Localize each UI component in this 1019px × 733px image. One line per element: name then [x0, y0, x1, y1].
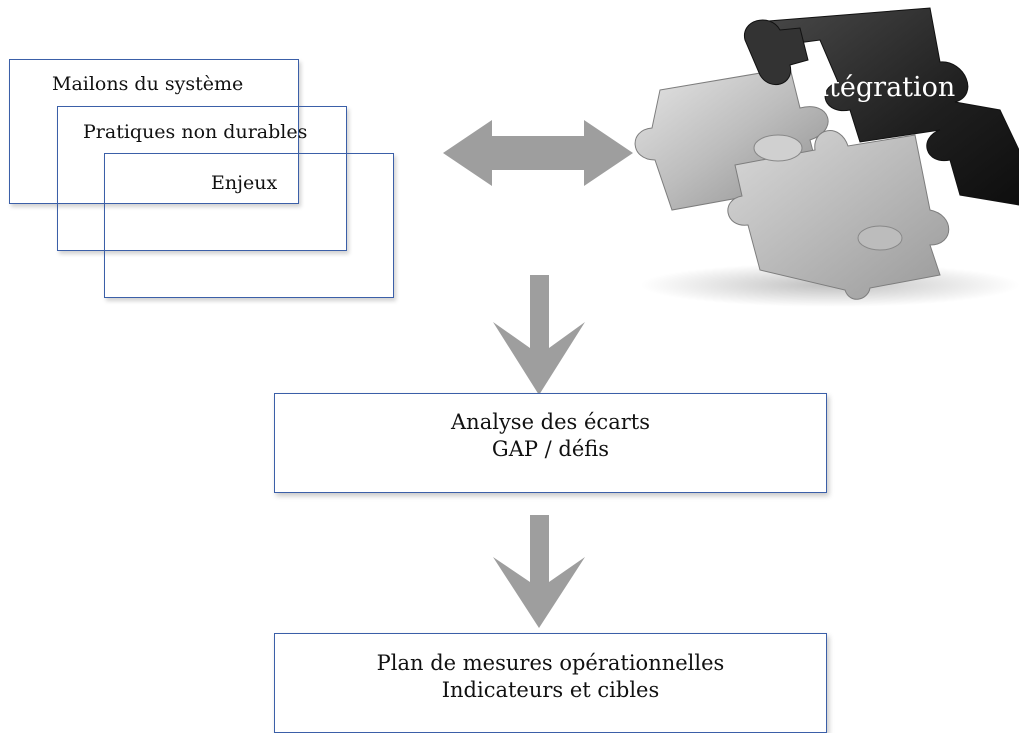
plan-line-2: Indicateurs et cibles — [441, 678, 660, 702]
plan-line-1: Plan de mesures opérationnelles — [376, 651, 725, 675]
puzzle-illustration — [634, 7, 1019, 307]
down-arrow-1 — [493, 275, 585, 395]
analyse-line-2: GAP / défis — [491, 437, 610, 461]
frame-enjeux — [104, 153, 394, 298]
double-arrow — [443, 120, 633, 186]
integration-label: Intégration — [801, 72, 956, 103]
maillons-label: Mailons du système — [52, 73, 244, 95]
frame-maillons — [9, 59, 299, 204]
pratiques-label: Pratiques non durables — [83, 121, 308, 143]
analyse-line-1: Analyse des écarts — [451, 410, 650, 434]
enjeux-label: Enjeux — [211, 172, 278, 194]
plan-box: Plan de mesures opérationnelles Indicate… — [274, 633, 827, 733]
frame-pratiques — [57, 106, 347, 251]
down-arrow-2 — [493, 515, 585, 628]
analyse-box: Analyse des écarts GAP / défis — [274, 393, 827, 493]
